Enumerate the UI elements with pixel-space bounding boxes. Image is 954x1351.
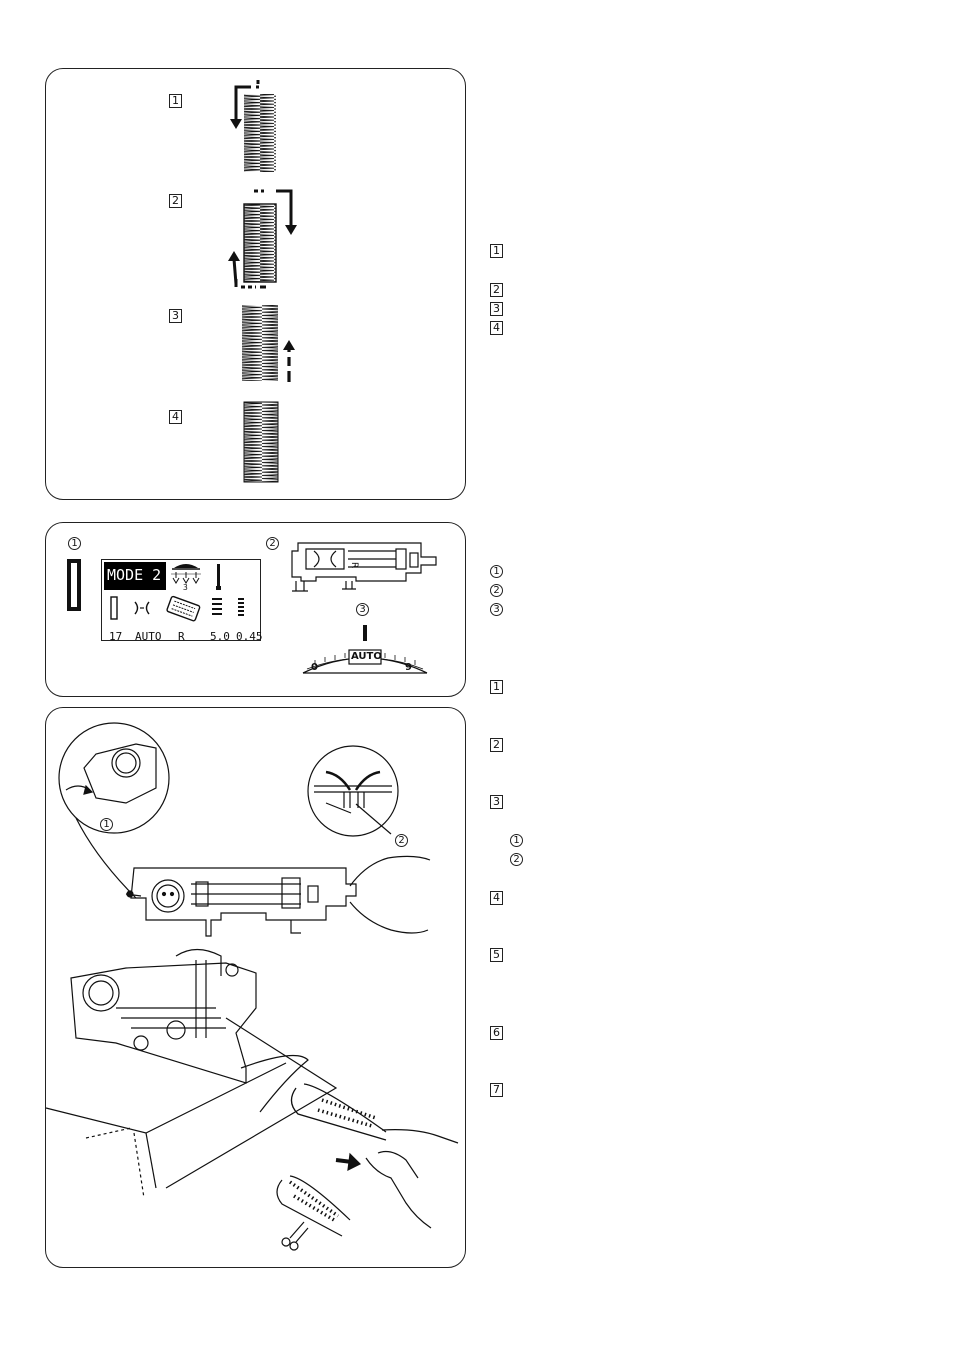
lcd-icons-row: [110, 595, 244, 622]
step-number-2: 2: [169, 194, 182, 208]
callout-3: 3: [356, 603, 369, 616]
tension-value: AUTO: [135, 630, 162, 643]
dial-max-label: 9: [405, 662, 412, 673]
instruction-marker-3: 3: [490, 795, 503, 809]
part-marker-1: 1: [490, 565, 503, 578]
scissors-icon: [281, 1221, 309, 1251]
instruction-marker-5: 5: [490, 948, 503, 962]
needle-count: 3: [183, 583, 188, 592]
pattern-number: 17: [109, 630, 123, 643]
callout-lever: 1: [100, 818, 113, 831]
stitch-sequence-illustration: [228, 80, 297, 483]
callout-1: 1: [68, 537, 81, 550]
mode-indicator: MODE 2: [104, 562, 166, 590]
buttonhole-foot-icon: R: [291, 542, 437, 592]
sub-marker-1: 1: [510, 834, 523, 847]
callout-spring: 2: [395, 834, 408, 847]
text-marker-2: 2: [490, 283, 503, 297]
hand-icon: [365, 1129, 459, 1229]
instruction-marker-1: 1: [490, 680, 503, 694]
arrow-icon: [228, 189, 297, 289]
lcd-display: MODE 2 3 17 AU: [101, 559, 263, 643]
arrow-icon: [230, 80, 260, 129]
dial-auto-label: AUTO: [351, 651, 382, 662]
tension-dial-icon: [302, 625, 428, 674]
foot-code: R: [178, 630, 185, 643]
buttonhole-sequence-panel: 1 2 3 4: [45, 68, 466, 500]
magnifier-spring-icon: [307, 745, 399, 837]
step-number-4: 4: [169, 410, 182, 424]
text-marker-4: 4: [490, 321, 503, 335]
instruction-marker-6: 6: [490, 1026, 503, 1040]
stitch-column-icon: [242, 305, 278, 381]
stitch-column-icon: [243, 401, 279, 483]
sub-marker-2: 2: [510, 853, 523, 866]
stitch-column-icon: [244, 94, 276, 172]
part-marker-3: 3: [490, 603, 503, 616]
length-value: 0.45: [236, 630, 263, 643]
dial-min-label: 0: [311, 662, 318, 673]
text-marker-3: 3: [490, 302, 503, 316]
step-number-3: 3: [169, 309, 182, 323]
arrow-icon: [283, 340, 295, 382]
instruction-marker-2: 2: [490, 738, 503, 752]
stitch-column-icon: [243, 203, 277, 283]
instruction-marker-4: 4: [490, 891, 503, 905]
buttonhole-sewing-illustration: [45, 722, 459, 1251]
magnifier-lever-icon: [58, 722, 170, 834]
buttonhole-symbol-icon: [67, 559, 81, 611]
width-value: 5.0: [210, 630, 230, 643]
callout-2: 2: [266, 537, 279, 550]
step-number-1: 1: [169, 94, 182, 108]
needle-position-icon: [171, 564, 221, 590]
part-marker-2: 2: [490, 584, 503, 597]
sewing-illustration-panel: 1 2: [45, 707, 466, 1268]
instruction-marker-7: 7: [490, 1083, 503, 1097]
svg-text:R: R: [349, 562, 359, 568]
settings-panel: 1 2 3 MODE 2 3: [45, 522, 466, 697]
text-marker-1: 1: [490, 244, 503, 258]
